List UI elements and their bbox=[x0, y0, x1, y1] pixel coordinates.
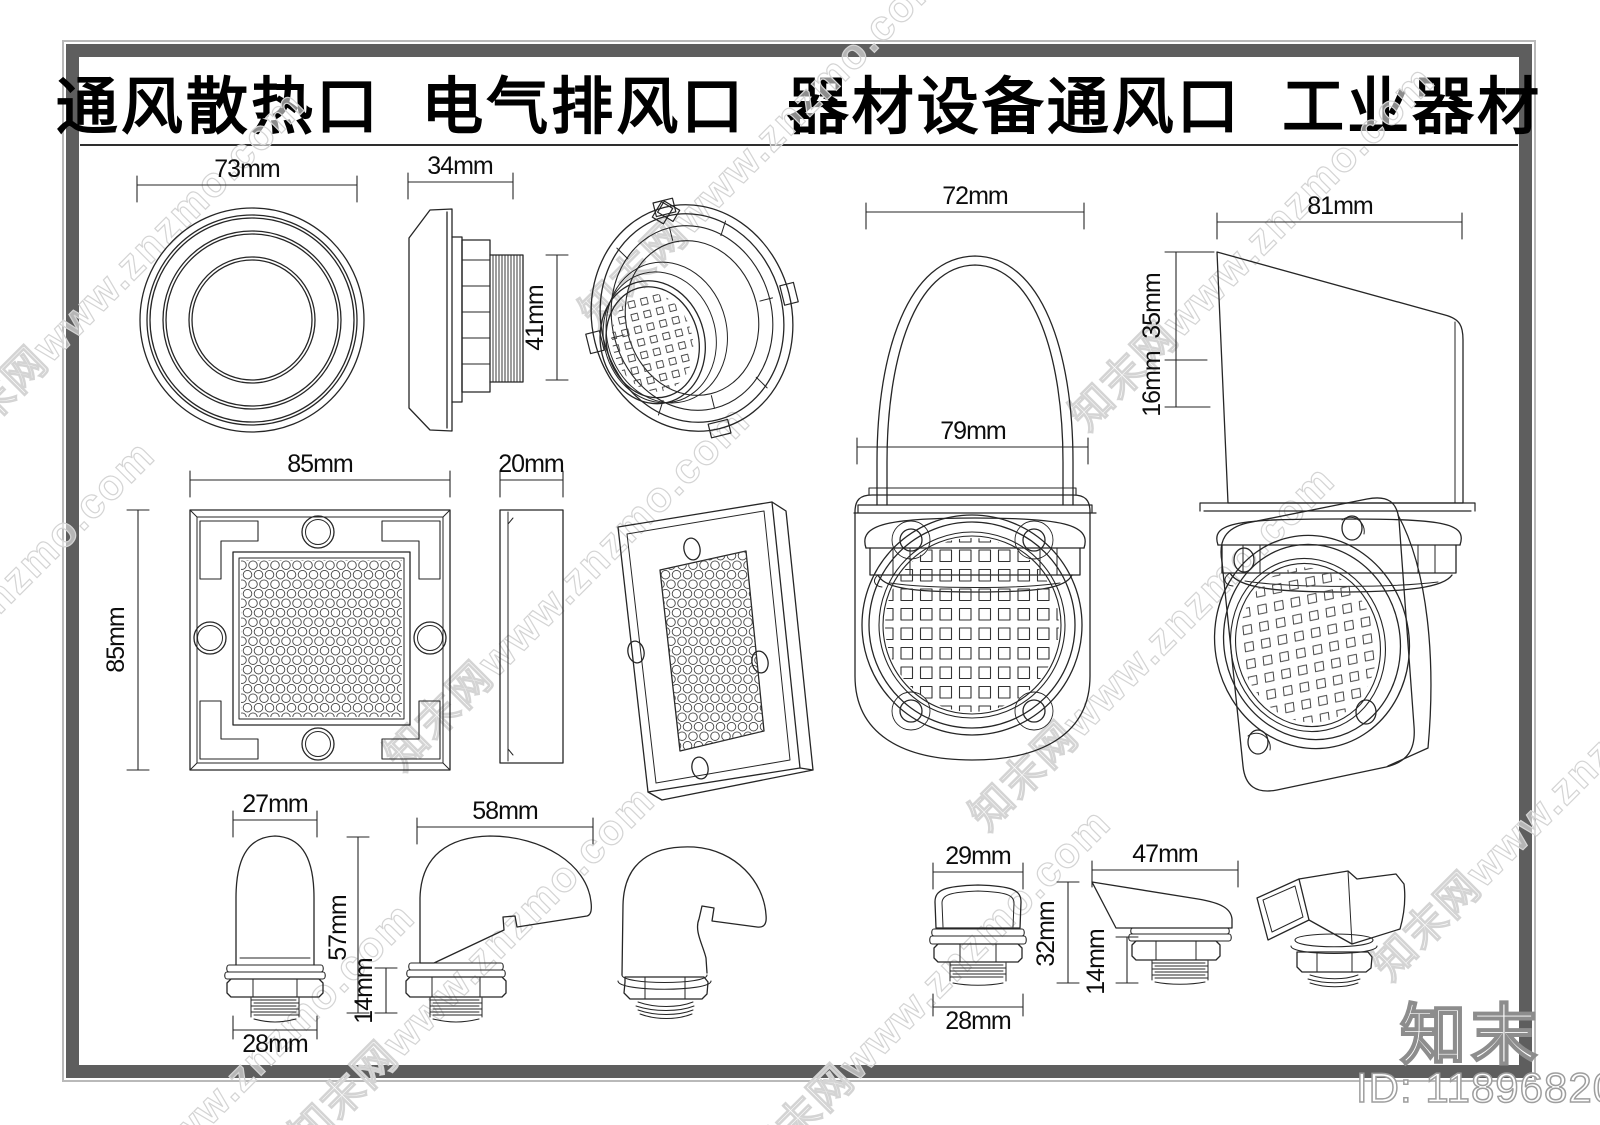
resource-id: ID: 1189682025 bbox=[1355, 1063, 1600, 1112]
sheet-frame bbox=[62, 40, 1536, 1082]
site-logo: 知末 bbox=[1399, 997, 1542, 1073]
sheet-title: 通风散热口 电气排风口 器材设备通风口 工业器材 bbox=[56, 58, 1539, 146]
sheet-frame-bar bbox=[66, 44, 1532, 1078]
